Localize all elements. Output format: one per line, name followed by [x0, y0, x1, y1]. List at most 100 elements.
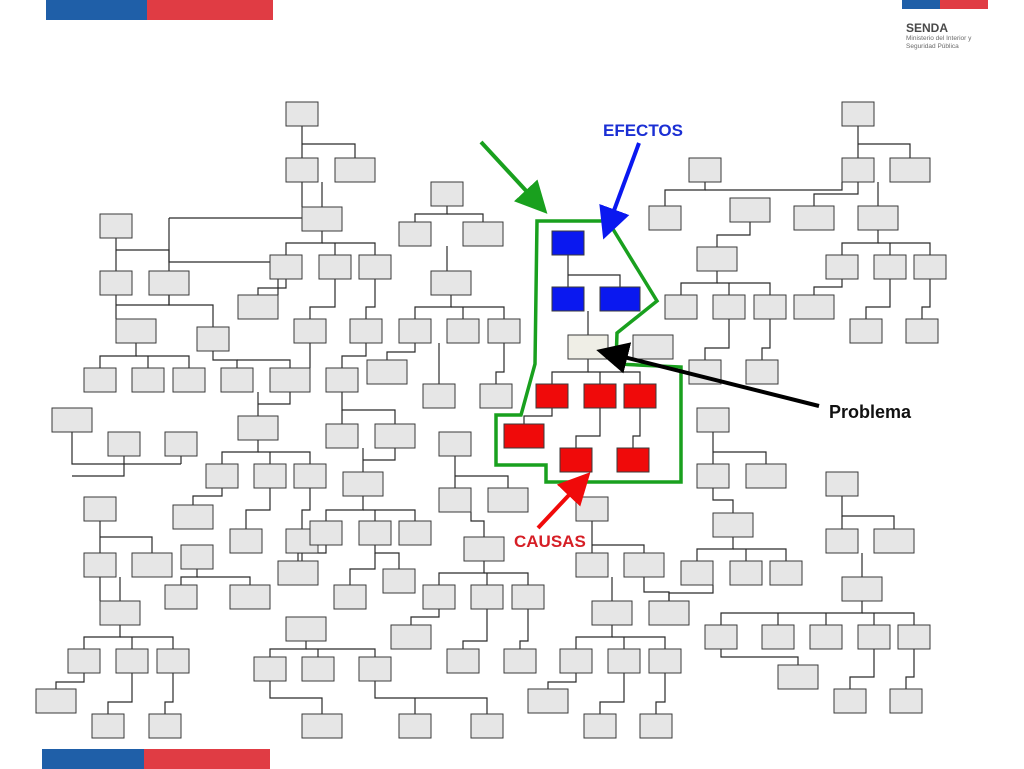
- tree-box: [366, 359, 408, 385]
- green-arrow: [479, 140, 548, 214]
- tree-box: [277, 560, 319, 586]
- tree-box: [487, 487, 529, 513]
- tree-box: [285, 616, 327, 642]
- cause-box: [616, 447, 650, 473]
- tree-box: [99, 270, 133, 296]
- tree-box: [761, 624, 795, 650]
- connector-line: [632, 408, 641, 448]
- tree-box: [841, 157, 875, 183]
- tree-box: [148, 713, 182, 739]
- tree-box: [793, 205, 835, 231]
- cause-box: [535, 383, 569, 409]
- tree-box: [648, 600, 690, 626]
- connector-line: [547, 673, 577, 689]
- tree-box: [696, 246, 738, 272]
- tree-box: [470, 584, 504, 610]
- connector-line: [72, 456, 125, 477]
- connector-line: [599, 673, 625, 714]
- tree-box: [422, 584, 456, 610]
- problem-label: Problema: [829, 402, 912, 422]
- bottom-bar-blue: [42, 749, 144, 769]
- tree-box: [688, 359, 722, 385]
- tree-box: [607, 648, 641, 674]
- connector-line: [164, 673, 174, 714]
- tree-box: [107, 431, 141, 457]
- tree-box: [648, 648, 682, 674]
- connector-line: [258, 392, 291, 405]
- connector-line: [410, 609, 440, 625]
- causes-label: CAUSAS: [514, 532, 586, 551]
- tree-box: [583, 713, 617, 739]
- connector-line: [484, 572, 529, 585]
- tree-box: [873, 528, 915, 554]
- connector-line: [588, 371, 641, 384]
- top-right-bar-red: [940, 0, 988, 9]
- connector-line: [704, 319, 730, 360]
- tree-box: [825, 471, 859, 497]
- problem-box: [567, 334, 609, 360]
- connector-line: [849, 649, 875, 689]
- connector-line: [192, 488, 223, 505]
- tree-box: [632, 334, 674, 360]
- problem-arrow: [596, 342, 820, 408]
- tree-box: [487, 318, 521, 344]
- tree-box: [115, 318, 157, 344]
- connector-line: [862, 612, 915, 625]
- tree-box: [623, 552, 665, 578]
- tree-box: [374, 423, 416, 449]
- connector-line: [414, 206, 448, 222]
- tree-box: [342, 471, 384, 497]
- tree-box: [229, 528, 263, 554]
- connector-line: [258, 451, 311, 464]
- tree-box: [575, 496, 609, 522]
- tree-box: [833, 688, 867, 714]
- connector-line: [568, 274, 621, 287]
- connector-line: [905, 649, 915, 689]
- tree-box: [253, 463, 287, 489]
- connector-line: [592, 544, 645, 553]
- tree-box: [164, 584, 198, 610]
- connector-line: [257, 279, 287, 295]
- tree-box: [333, 584, 367, 610]
- connector-line: [519, 609, 529, 649]
- tree-box: [857, 205, 899, 231]
- tree-box: [358, 254, 392, 280]
- connector-line: [245, 488, 271, 529]
- connector-line: [696, 537, 734, 561]
- tree-box: [237, 294, 279, 320]
- tree-box: [809, 624, 843, 650]
- tree-box: [575, 552, 609, 578]
- tree-box: [527, 688, 569, 714]
- tree-box: [849, 318, 883, 344]
- connector-line: [414, 295, 452, 319]
- cause-box: [583, 383, 617, 409]
- tree-box: [438, 431, 472, 457]
- tree-box: [511, 584, 545, 610]
- tree-box: [398, 520, 432, 546]
- tree-box: [285, 101, 319, 127]
- connector-line: [120, 636, 174, 649]
- tree-box: [639, 713, 673, 739]
- connector-line: [55, 673, 85, 689]
- cause-box: [623, 383, 657, 409]
- tree-box: [83, 496, 117, 522]
- tree-box: [680, 560, 714, 586]
- tree-box: [841, 101, 875, 127]
- connector-line: [655, 673, 666, 714]
- highlight-outline: [494, 219, 683, 484]
- connector-line: [705, 182, 843, 191]
- connector-line: [322, 242, 376, 255]
- tree-box: [913, 254, 947, 280]
- connector-line: [197, 576, 251, 585]
- connector-line: [733, 548, 787, 561]
- connector-line: [363, 509, 416, 521]
- tree-box: [422, 383, 456, 409]
- tree-box: [648, 205, 682, 231]
- connector-line: [341, 343, 367, 368]
- tree-box: [131, 552, 173, 578]
- tree-box: [285, 157, 319, 183]
- tree-box: [99, 600, 141, 626]
- brand-name: SENDA: [906, 21, 949, 35]
- tree-box: [164, 431, 198, 457]
